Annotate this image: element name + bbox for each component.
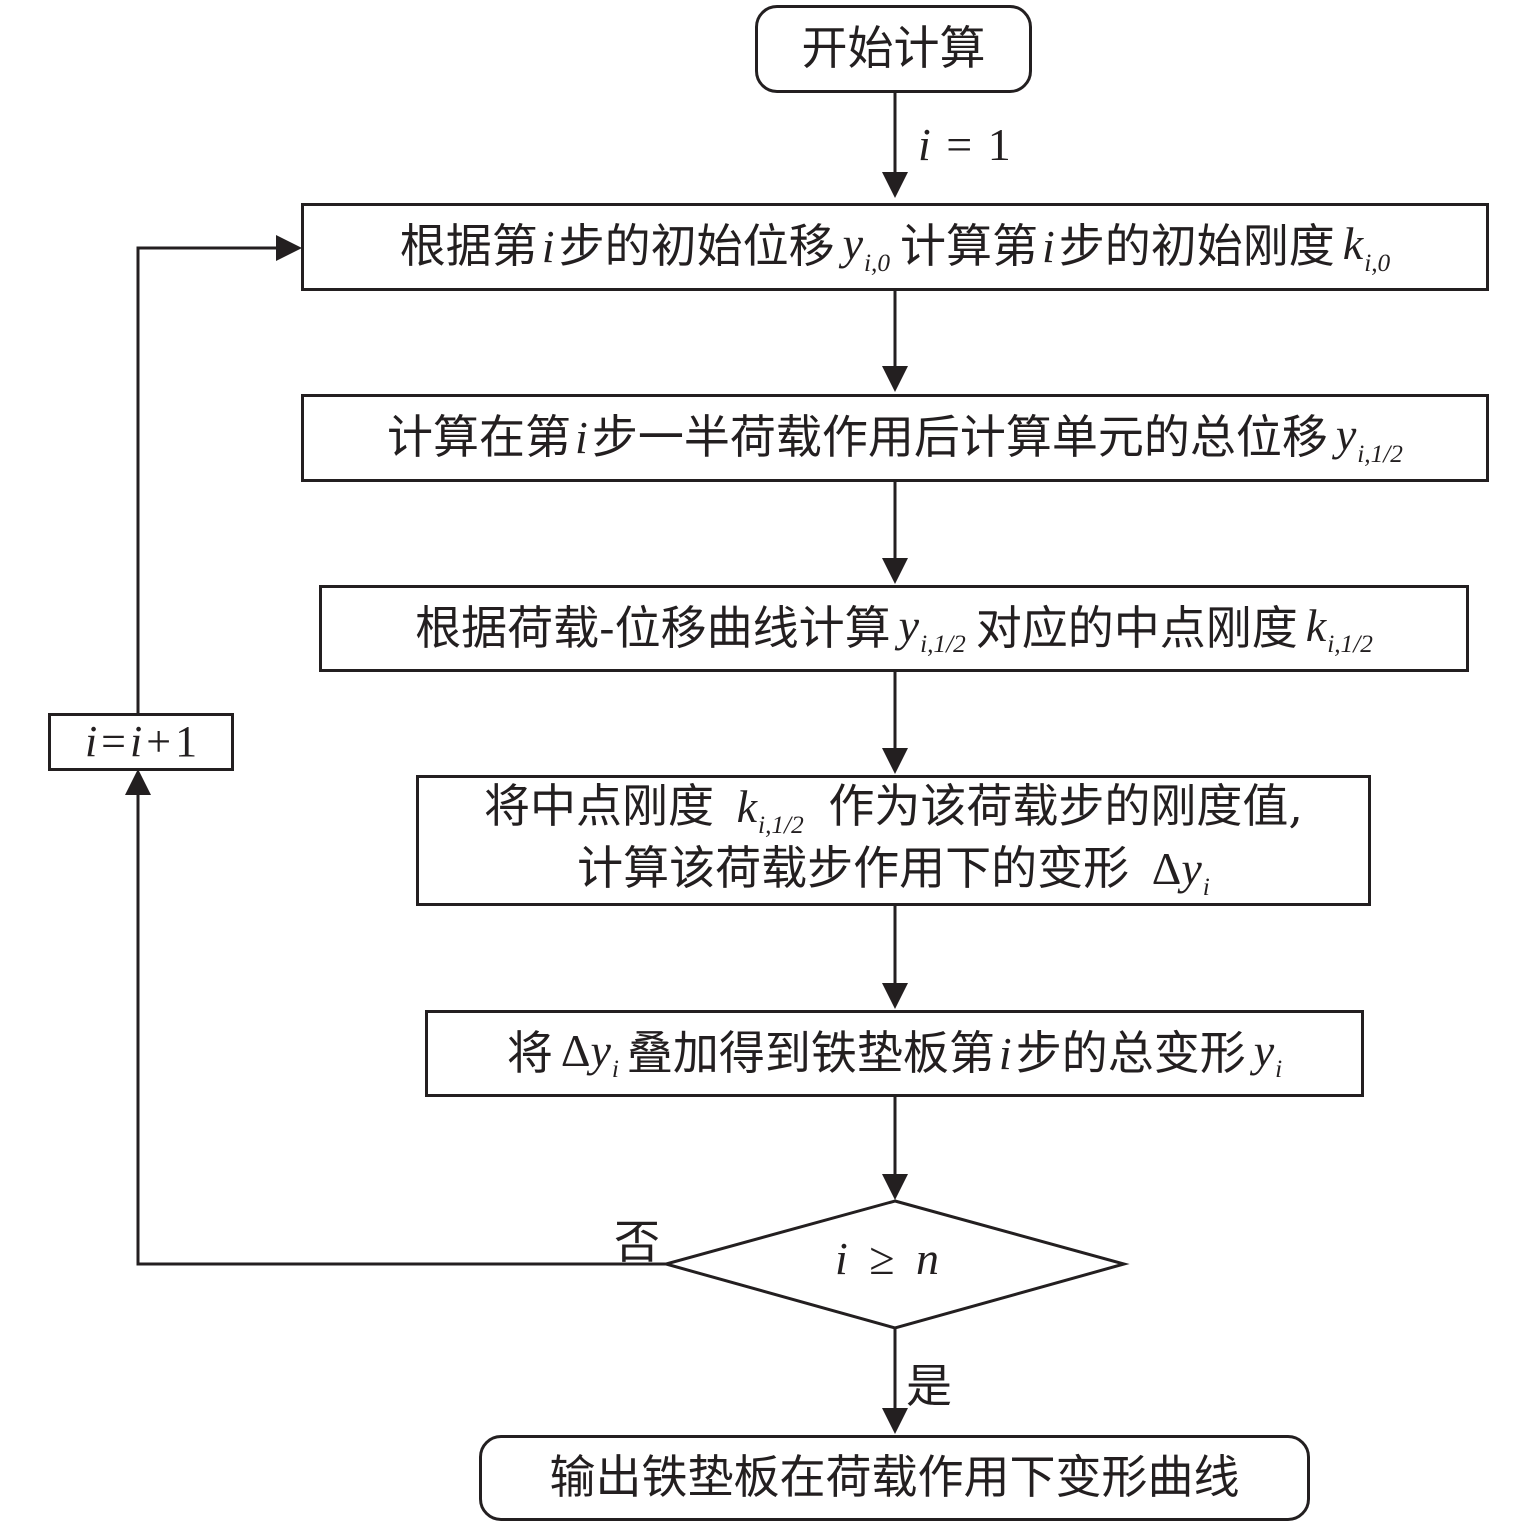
- no-branch-label: 否: [614, 1215, 660, 1269]
- step4-var-k-base: k: [736, 780, 758, 832]
- step2-var-y: yi,1/2: [1336, 407, 1403, 469]
- arrowhead-step5: [882, 983, 908, 1009]
- step2-var-i: i: [575, 412, 588, 464]
- step1-var-y-sub: i,0: [863, 248, 890, 277]
- step2-box: 计算在第 i 步一半荷载作用后计算单元的总位移 yi,1/2: [301, 394, 1489, 482]
- step5-var-dy: Δyi: [561, 1023, 619, 1085]
- step1-box: 根据第 i 步的初始位移 yi,0 计算第 i 步的初始刚度 ki,0: [301, 203, 1489, 291]
- step5-var-y-sub2: i: [1275, 1055, 1283, 1084]
- arrowhead-end: [882, 1408, 908, 1434]
- step4-var-y-base: y: [1181, 842, 1202, 894]
- step4-line1-text-a: 将中点刚度: [484, 778, 714, 833]
- step1-var-y-base: y: [842, 218, 863, 270]
- arrowhead-loop-step1: [276, 235, 302, 261]
- step2-text-b: 步一半荷载作用后计算单元的总位移: [591, 410, 1328, 465]
- step4-line1: 将中点刚度 ki,1/2 作为该荷载步的刚度值,: [484, 779, 1303, 841]
- step1-text-c: 计算第: [900, 219, 1038, 274]
- decision-operator: ≥: [869, 1233, 895, 1284]
- step1-var-y: yi,0: [843, 216, 890, 278]
- arrowhead-increment: [125, 769, 151, 795]
- step4-var-dy: Δyi: [1151, 842, 1210, 901]
- increment-box: i = i + 1: [48, 713, 234, 771]
- arrowhead-step1: [882, 172, 908, 198]
- step5-var-y-sub: i: [611, 1055, 619, 1084]
- yes-branch-label: 是: [906, 1359, 952, 1413]
- step5-var-y: yi: [1254, 1023, 1282, 1085]
- init-label-value: 1: [987, 119, 1011, 170]
- step4-var-k: ki,1/2: [736, 780, 804, 839]
- step1-var-k: ki,0: [1343, 216, 1390, 278]
- increment-var-i2: i: [130, 716, 143, 766]
- init-label: i = 1: [918, 118, 1011, 171]
- step1-text-a: 根据第: [399, 219, 538, 274]
- step1-var-k-sub: i,0: [1364, 248, 1391, 277]
- init-label-var: i: [918, 119, 931, 170]
- step1-var-k-base: k: [1342, 218, 1364, 270]
- increment-plus: +: [146, 716, 172, 766]
- step3-var-k-base: k: [1305, 599, 1327, 651]
- step2-text-a: 计算在第: [387, 410, 572, 465]
- start-node: 开始计算: [755, 5, 1032, 93]
- arrowhead-decision: [882, 1174, 908, 1200]
- step2-var-y-base: y: [1335, 409, 1357, 461]
- edge-increment-to-step1: [136, 246, 276, 715]
- arrowhead-step4: [882, 748, 908, 774]
- step4-var-y-sub: i: [1202, 872, 1210, 901]
- step3-var-k: ki,1/2: [1306, 598, 1373, 660]
- step1-var-i2: i: [1042, 221, 1055, 273]
- step4-var-k-sub: i,1/2: [758, 811, 804, 840]
- arrowhead-step3: [882, 558, 908, 584]
- end-node-text: 输出铁垫板在荷载作用下变形曲线: [549, 1450, 1240, 1505]
- step5-text-b: 叠加得到铁垫板第: [626, 1025, 995, 1080]
- decision-var-n: n: [916, 1233, 940, 1284]
- step5-text-c: 步的总变形: [1015, 1025, 1246, 1080]
- arrowhead-step2: [882, 366, 908, 392]
- step5-box: 将 Δyi 叠加得到铁垫板第 i 步的总变形 yi: [425, 1010, 1364, 1097]
- step3-var-y-base: y: [898, 599, 920, 651]
- init-label-eq: =: [946, 119, 973, 170]
- step4-line2: 计算该荷载步作用下的变形 Δyi: [577, 841, 1210, 903]
- step3-text-b: 对应的中点刚度: [975, 600, 1298, 655]
- increment-one: 1: [175, 716, 198, 766]
- increment-var-i: i: [84, 716, 98, 766]
- step5-var-y-base2: y: [1253, 1024, 1275, 1076]
- edge-decision-to-increment: [136, 795, 666, 1266]
- step4-box: 将中点刚度 ki,1/2 作为该荷载步的刚度值, 计算该荷载步作用下的变形 Δy…: [416, 775, 1371, 906]
- decision-var-i: i: [835, 1233, 848, 1284]
- step5-var-i: i: [998, 1027, 1012, 1079]
- step5-var-y-base: y: [590, 1024, 611, 1076]
- step3-var-y-sub: i,1/2: [920, 630, 966, 659]
- step3-var-y: yi,1/2: [899, 598, 966, 660]
- step4-var-delta: Δ: [1151, 842, 1182, 894]
- step5-text-a: 将: [506, 1025, 553, 1080]
- step1-text-d: 步的初始刚度: [1058, 219, 1335, 274]
- step4-line1-text-b: 作为该荷载步的刚度值,: [828, 778, 1303, 833]
- increment-eq: =: [101, 716, 126, 766]
- end-node: 输出铁垫板在荷载作用下变形曲线: [479, 1435, 1310, 1521]
- step2-var-y-sub: i,1/2: [1357, 439, 1403, 468]
- step1-text-b: 步的初始位移: [558, 219, 835, 274]
- step3-box: 根据荷载-位移曲线计算 yi,1/2 对应的中点刚度 ki,1/2: [319, 585, 1469, 672]
- step4-line2-text: 计算该荷载步作用下的变形: [577, 840, 1130, 895]
- step1-var-i: i: [541, 221, 555, 273]
- step3-text-a: 根据荷载-位移曲线计算: [415, 600, 891, 655]
- start-node-text: 开始计算: [801, 21, 986, 76]
- step3-var-k-sub: i,1/2: [1327, 630, 1373, 659]
- decision-condition: i ≥ n: [835, 1232, 939, 1285]
- step5-var-delta: Δ: [560, 1024, 591, 1076]
